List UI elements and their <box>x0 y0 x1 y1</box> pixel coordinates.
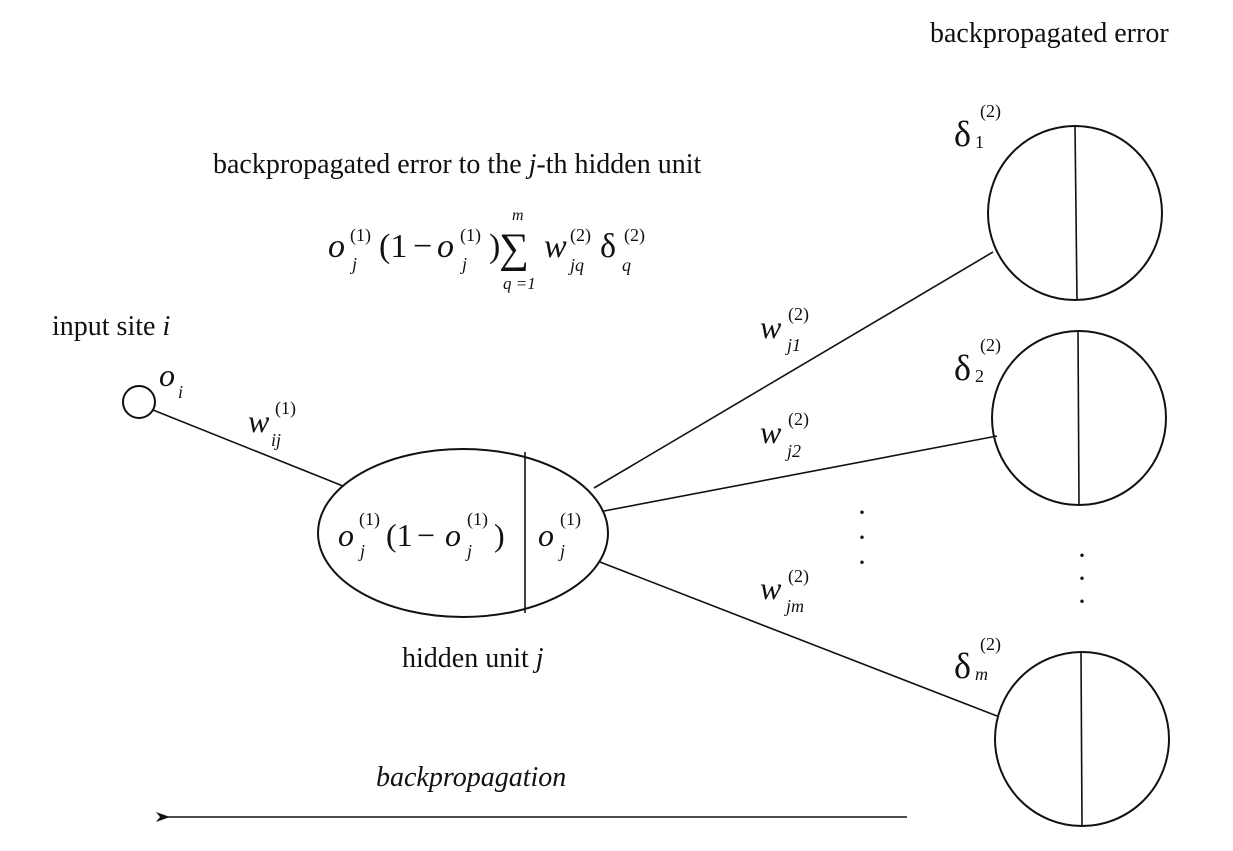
backpropagation-label: backpropagation <box>376 762 566 793</box>
svg-text:j: j <box>460 254 467 274</box>
svg-text:(1): (1) <box>467 509 488 530</box>
svg-text:·: · <box>857 496 867 529</box>
svg-text:o: o <box>159 357 175 393</box>
weight-jm-label: w (2) jm <box>760 566 809 616</box>
svg-text:j: j <box>465 541 472 561</box>
svg-text:j: j <box>350 254 357 274</box>
svg-text:(1: (1 <box>379 228 407 265</box>
svg-text:j2: j2 <box>785 441 801 461</box>
svg-text:(1): (1) <box>560 509 581 530</box>
svg-text:j: j <box>358 541 365 561</box>
svg-text:q: q <box>622 255 631 275</box>
svg-text:(1): (1) <box>350 225 371 246</box>
svg-text:(1): (1) <box>460 225 481 246</box>
svg-text:(2): (2) <box>980 335 1001 356</box>
top-right-heading: backpropagated error <box>930 18 1169 49</box>
svg-text:(2): (2) <box>980 101 1001 122</box>
svg-text:(1: (1 <box>386 517 413 553</box>
svg-text:(2): (2) <box>788 304 809 325</box>
svg-text:o: o <box>338 517 354 553</box>
svg-text:o: o <box>538 517 554 553</box>
output-node-m-divider <box>1080 651 1083 827</box>
svg-text:(2): (2) <box>788 566 809 587</box>
output-node-2-divider <box>1077 330 1080 506</box>
svg-text:w: w <box>544 228 567 265</box>
svg-text:ij: ij <box>271 430 281 450</box>
svg-text:(1): (1) <box>275 398 296 419</box>
hidden-error-formula: o (1) j (1 − o (1) j ) m ∑ q =1 w (2) jq… <box>328 207 645 293</box>
hidden-unit-derivative-label: o (1) j (1 − o (1) j ) <box>338 509 505 561</box>
svg-text:o: o <box>328 228 345 265</box>
svg-text:j: j <box>558 541 565 561</box>
weight-j1-label: w (2) j1 <box>760 304 809 355</box>
svg-text:jm: jm <box>784 596 804 616</box>
svg-text:m: m <box>512 207 524 224</box>
svg-text:·: · <box>1077 562 1087 595</box>
svg-text:(2): (2) <box>570 225 591 246</box>
svg-text:w: w <box>760 414 782 450</box>
edge-hidden-to-output-2 <box>603 435 998 512</box>
svg-text:−: − <box>417 517 435 553</box>
svg-text:w: w <box>248 403 270 439</box>
svg-text:∑: ∑ <box>499 226 529 272</box>
svg-text:(1): (1) <box>359 509 380 530</box>
output-node-1-divider <box>1074 125 1078 301</box>
svg-text:jq: jq <box>568 255 584 275</box>
edge-input-to-hidden <box>152 409 344 487</box>
svg-text:i: i <box>178 382 183 402</box>
svg-text:o: o <box>437 228 454 265</box>
input-output-label: o i <box>159 357 183 402</box>
svg-text:1: 1 <box>975 132 984 152</box>
svg-text:·: · <box>857 546 867 579</box>
hidden-unit-node <box>317 448 609 618</box>
svg-text:j1: j1 <box>785 335 801 355</box>
edge-hidden-to-output-1 <box>593 251 994 489</box>
weight-j2-label: w (2) j2 <box>760 409 809 461</box>
svg-text:(2): (2) <box>624 225 645 246</box>
svg-text:δ: δ <box>600 228 616 265</box>
hidden-unit-label: hidden unit j <box>402 643 544 674</box>
svg-text:(2): (2) <box>788 409 809 430</box>
hidden-error-title: backpropagated error to the j-th hidden … <box>213 149 702 180</box>
edge-hidden-to-output-m <box>599 561 998 717</box>
svg-text:·: · <box>1077 585 1087 618</box>
weight-input-hidden-label: w (1) ij <box>248 398 296 450</box>
svg-text:w: w <box>760 570 782 606</box>
input-site-label: input site i <box>52 311 170 342</box>
svg-text:): ) <box>494 517 505 553</box>
delta-1-label: δ (2) 1 <box>954 101 1001 154</box>
svg-text:2: 2 <box>975 366 984 386</box>
ellipsis-dots-middle: · · · <box>857 496 867 579</box>
delta-m-label: δ (2) m <box>954 634 1001 686</box>
svg-text:(2): (2) <box>980 634 1001 655</box>
svg-text:m: m <box>975 664 988 684</box>
svg-text:·: · <box>1077 539 1087 572</box>
ellipsis-dots-right: · · · <box>1077 539 1087 618</box>
svg-text:δ: δ <box>954 348 971 388</box>
svg-text:δ: δ <box>954 646 971 686</box>
svg-text:·: · <box>857 521 867 554</box>
delta-2-label: δ (2) 2 <box>954 335 1001 388</box>
svg-text:−: − <box>413 228 432 265</box>
svg-text:q =1: q =1 <box>503 274 536 293</box>
hidden-unit-output-label: o (1) j <box>538 509 581 561</box>
svg-text:o: o <box>445 517 461 553</box>
svg-text:δ: δ <box>954 114 971 154</box>
input-node <box>122 385 156 419</box>
svg-text:w: w <box>760 309 782 345</box>
svg-text:): ) <box>489 228 500 265</box>
